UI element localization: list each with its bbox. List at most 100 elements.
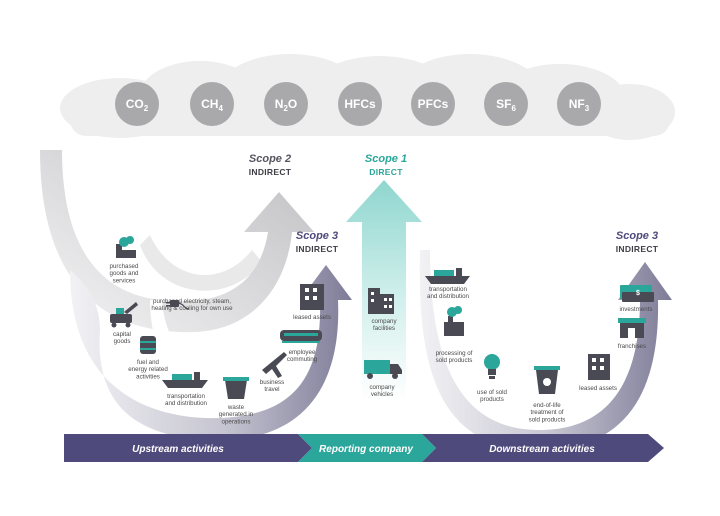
gas-circle: CO2 (115, 82, 159, 126)
scope2-arrow-fill (140, 235, 262, 291)
label-line: use of sold (477, 389, 507, 396)
money-icon: $ (620, 285, 654, 302)
reporting-band (298, 434, 436, 462)
label-line: services (113, 277, 136, 284)
gas-circle-shape (484, 82, 528, 126)
label-line: heating & cooling for own use (151, 305, 233, 312)
label-line: sold products (436, 357, 473, 364)
label-line: goods (114, 338, 131, 345)
gas-circle: PFCs (411, 82, 455, 126)
label-line: operations (222, 418, 251, 425)
scope1-subtitle: DIRECT (369, 167, 403, 177)
gas-label: NF3 (569, 97, 590, 113)
label-leased-assets-up: leased assets (293, 314, 331, 321)
label-investments: investments (619, 306, 652, 313)
label-line: company (371, 318, 397, 325)
gas-circle-shape (190, 82, 234, 126)
scope2-arrow (40, 150, 314, 333)
gas-circle: SF6 (484, 82, 528, 126)
scope1-title: Scope 1 (365, 153, 407, 165)
label-line: leased assets (579, 385, 617, 392)
scope3-downstream-subtitle: INDIRECT (616, 244, 659, 254)
label-line: treatment of (530, 409, 563, 416)
processing-factory-icon (444, 306, 464, 336)
label-line: transportation (167, 393, 205, 400)
scope2-subtitle: INDIRECT (249, 167, 292, 177)
gas-label: HFCs (344, 97, 376, 111)
label-line: purchased electricity, steam, (153, 298, 231, 305)
gas-label: SF6 (496, 97, 516, 113)
activity-band: Upstream activities Reporting company Do… (64, 434, 664, 462)
label-line: energy related (128, 366, 168, 373)
gas-circles: CO2 CH4 N2O HFCs PFCs SF6 NF3 (115, 82, 601, 126)
label-line: processing of (436, 350, 473, 357)
scope3-downstream-label: Scope 3 INDIRECT (616, 230, 659, 254)
gas-label: PFCs (418, 97, 449, 111)
excavator-icon (110, 302, 138, 328)
gas-label: CH4 (201, 97, 223, 113)
label-line: generated in (219, 411, 254, 418)
downstream-band-label: Downstream activities (489, 444, 595, 455)
recycling-bin-icon (534, 366, 560, 394)
scope3-upstream-label: Scope 3 INDIRECT (296, 230, 339, 254)
label-line: sold products (529, 416, 566, 423)
gas-circle: HFCs (338, 82, 382, 126)
scope3-downstream-arrow (419, 250, 672, 450)
dumpster-icon (223, 377, 249, 399)
scope3-upstream-inner (150, 300, 295, 393)
gas-circle: CH4 (190, 82, 234, 126)
label-line: leased assets (293, 314, 331, 321)
scope2-title: Scope 2 (249, 153, 291, 165)
label-line: investments (619, 306, 652, 313)
label-line: business (260, 379, 284, 386)
label-line: end-of-life (533, 402, 561, 409)
fuel-barrel-icon (140, 336, 156, 354)
factory-icon (116, 236, 136, 258)
gas-label: N2O (275, 97, 297, 113)
label-leased-assets-down: leased assets (579, 385, 617, 392)
downstream-band (422, 434, 664, 462)
dollar-sign: $ (636, 290, 640, 297)
office-building-icon (300, 284, 324, 310)
company-buildings-icon (368, 288, 394, 314)
scope3-downstream-title: Scope 3 (616, 230, 658, 242)
upstream-band (64, 434, 312, 462)
gas-circle-shape (264, 82, 308, 126)
label-line: transportation (429, 286, 467, 293)
truck-icon (364, 360, 402, 379)
label-line: capital (113, 331, 131, 338)
scope1-label: Scope 1 DIRECT (365, 153, 407, 177)
scope3-upstream-subtitle: INDIRECT (296, 244, 339, 254)
light-bulb-icon (484, 354, 500, 379)
label-franchises: franchises (618, 343, 646, 350)
label-line: and distribution (427, 293, 470, 300)
label-line: activities (136, 373, 160, 380)
label-line: waste (227, 404, 245, 411)
label-line: travel (264, 386, 279, 393)
reporting-band-label: Reporting company (319, 444, 413, 455)
label-line: franchises (618, 343, 646, 350)
label-line: and distribution (165, 400, 208, 407)
cargo-ship-downstream-icon (425, 268, 470, 284)
label-line: products (480, 396, 504, 403)
label-electricity: purchased electricity, steam,heating & c… (151, 298, 233, 312)
storefront-icon (618, 318, 646, 338)
label-line: employee (289, 349, 316, 356)
gas-circle: N2O (264, 82, 308, 126)
scope3-downstream-inner (469, 260, 616, 395)
label-line: company (369, 384, 395, 391)
label-line: facilities (373, 325, 395, 332)
